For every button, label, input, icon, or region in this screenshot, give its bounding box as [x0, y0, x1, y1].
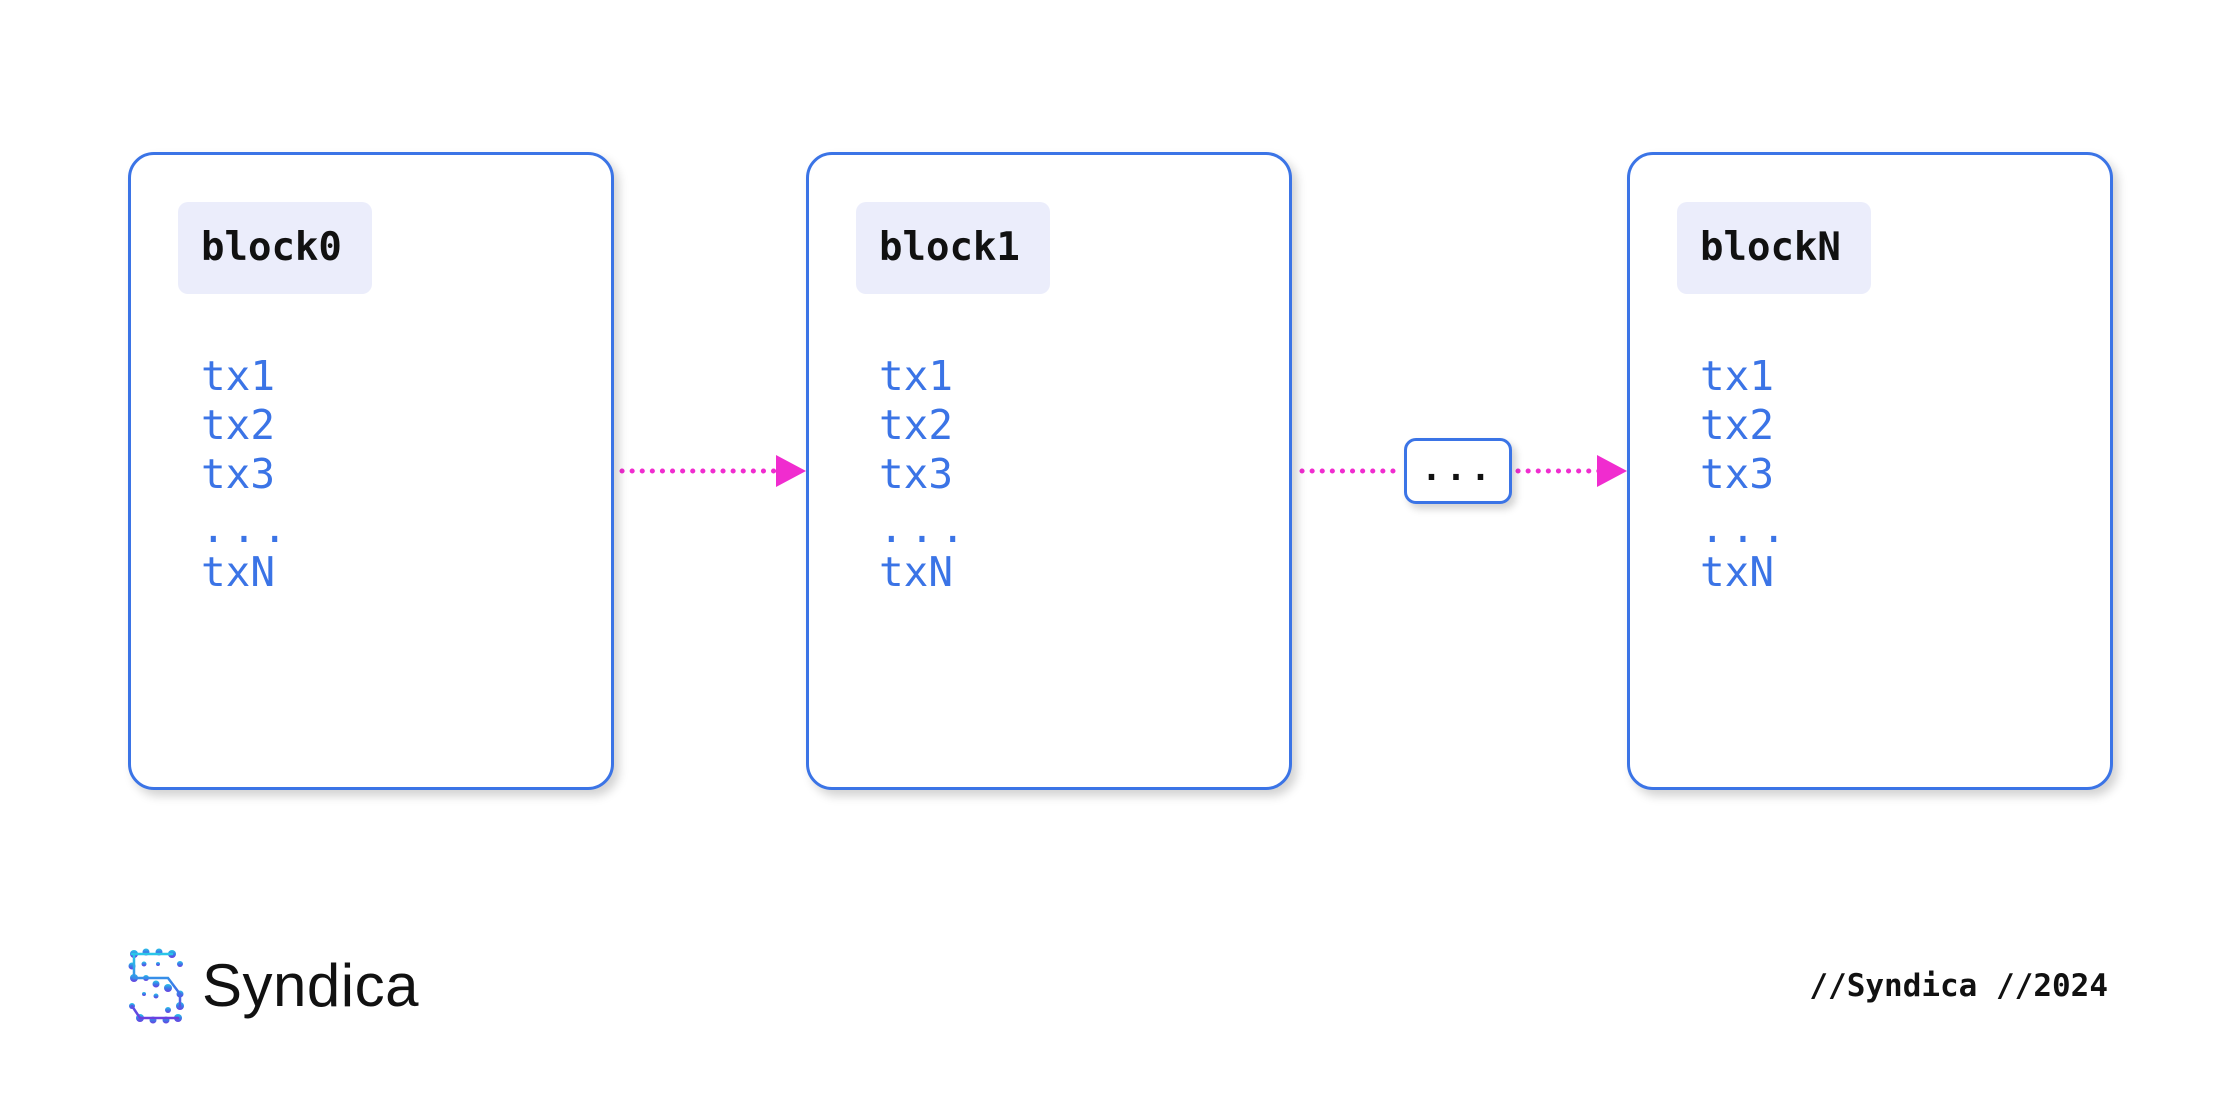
transaction-list: tx1 tx2 tx3 ... txN [201, 352, 293, 597]
brand-name: Syndica [202, 952, 419, 1019]
transaction-item: tx3 [1700, 450, 1775, 498]
transaction-item: txN [201, 548, 276, 596]
arrow-ellipsis-to-blockN [1515, 455, 1627, 487]
block-card-block1: block1 tx1 tx2 tx3 ... txN [806, 152, 1292, 790]
transaction-item: txN [879, 548, 954, 596]
ellipsis-node: ... [1404, 438, 1512, 504]
block-title: block0 [178, 202, 372, 294]
transaction-item: tx2 [201, 401, 276, 449]
transaction-item: txN [1700, 548, 1775, 596]
arrow-block0-to-block1 [619, 455, 806, 487]
transaction-item: tx2 [879, 401, 954, 449]
transaction-item: tx1 [201, 352, 276, 400]
transaction-ellipsis: ... [201, 504, 294, 552]
transaction-item: tx2 [1700, 401, 1775, 449]
transaction-ellipsis: ... [1700, 504, 1793, 552]
transaction-list: tx1 tx2 tx3 ... txN [879, 352, 971, 597]
brand: Syndica [128, 948, 419, 1024]
transaction-list: tx1 tx2 tx3 ... txN [1700, 352, 1792, 597]
transaction-item: tx1 [879, 352, 954, 400]
block-card-blockN: blockN tx1 tx2 tx3 ... txN [1627, 152, 2113, 790]
transaction-ellipsis: ... [879, 504, 972, 552]
transaction-item: tx3 [201, 450, 276, 498]
transaction-item: tx1 [1700, 352, 1775, 400]
block-title: blockN [1677, 202, 1871, 294]
transaction-item: tx3 [879, 450, 954, 498]
block-card-block0: block0 tx1 tx2 tx3 ... txN [128, 152, 614, 790]
footer-credit: //Syndica //2024 [1809, 968, 2108, 1004]
block-title: block1 [856, 202, 1050, 294]
syndica-logo-icon [128, 948, 184, 1024]
